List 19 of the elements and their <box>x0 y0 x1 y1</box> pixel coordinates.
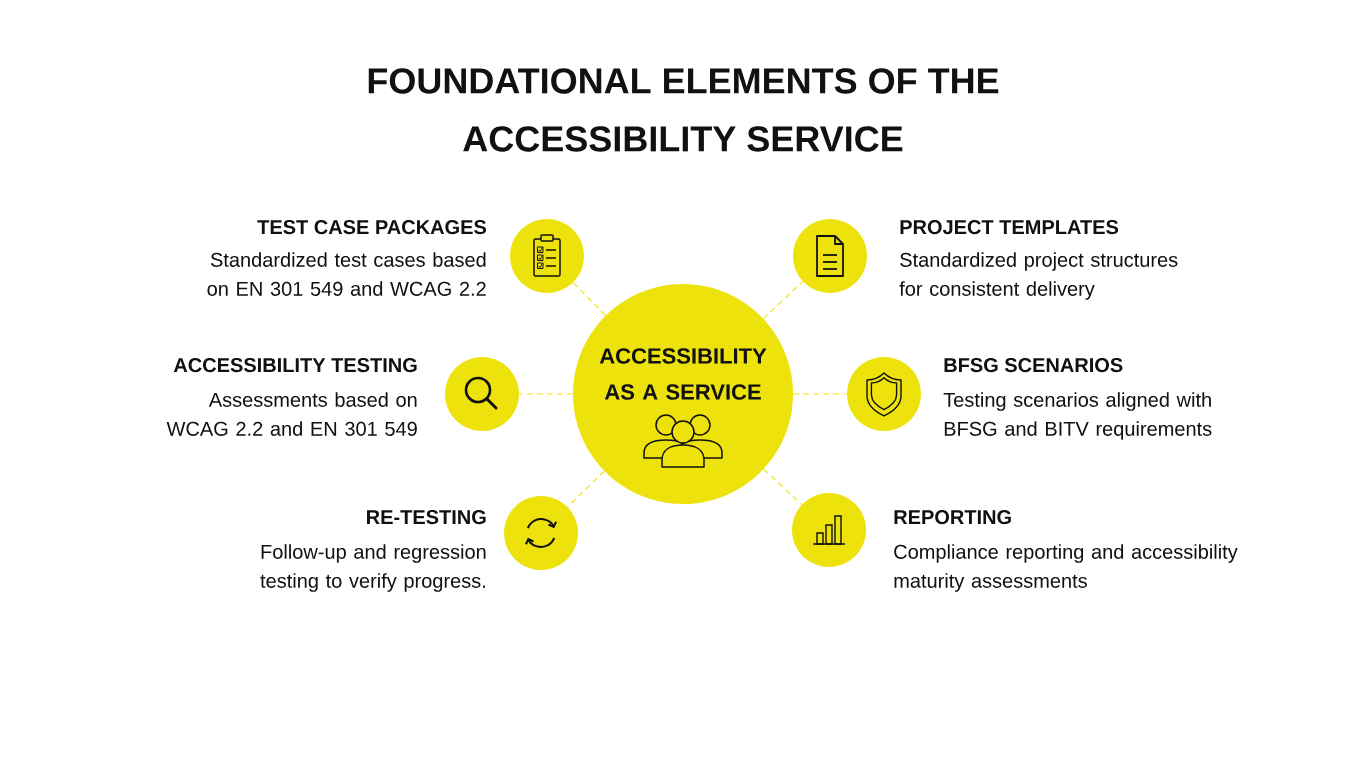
description: Testing scenarios aligned with BFSG and BITV requirements <box>943 392 1212 440</box>
description: Assessments based on WCAG 2.2 and EN 301 549 <box>166 392 417 436</box>
title: FOUNDATIONAL ELEMENTS OF THE ACCESSIBILITY SERVICE <box>368 68 999 152</box>
description: Follow-up and regression testing to verify progress. <box>260 544 486 592</box>
heading: REPORTING <box>894 510 1011 525</box>
description: Standardized project structures for consistent delivery <box>899 252 1178 300</box>
heading: TEST CASE PACKAGES <box>257 220 487 235</box>
connector-line <box>792 393 848 395</box>
heading: ACCESSIBILITY TESTING <box>173 358 417 373</box>
description: Standardized test cases based on EN 301 549 and WCAG 2.2 <box>207 252 486 296</box>
description: Compliance reporting and accessibility maturity assessments <box>894 544 1238 592</box>
connector-line <box>567 470 605 508</box>
connector-line <box>763 468 803 506</box>
connector-line <box>572 281 607 317</box>
heading: BFSG SCENARIOS <box>944 358 1123 373</box>
heading: RE-TESTING <box>367 510 486 525</box>
connector-line <box>762 280 804 320</box>
heading: PROJECT TEMPLATES <box>900 220 1119 235</box>
connector-line <box>518 393 574 395</box>
